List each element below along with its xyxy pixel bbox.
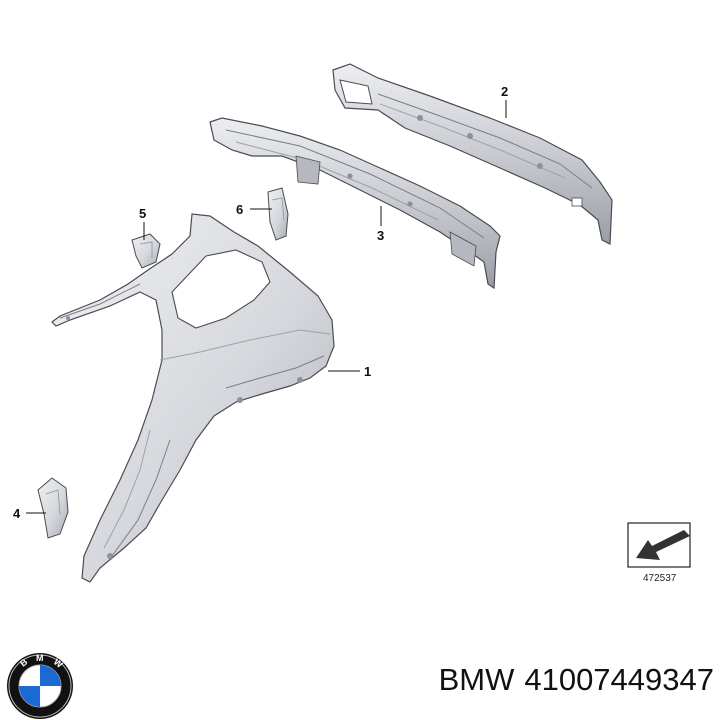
svg-text:B: B — [18, 656, 30, 668]
part-5-bracket — [131, 233, 161, 269]
callout-6: 6 — [236, 202, 243, 217]
part-4-bracket — [37, 477, 69, 539]
callout-4: 4 — [13, 506, 21, 521]
cut-arrow-icon — [636, 530, 690, 560]
reference-box: 472537 — [627, 522, 691, 584]
svg-text:M: M — [36, 653, 44, 663]
part-6-bracket — [267, 187, 289, 241]
callout-3: 3 — [377, 228, 384, 243]
part-3-cross-beam — [209, 117, 501, 290]
part-number: 41007449347 — [524, 662, 714, 697]
bmw-logo-icon: B M W — [7, 653, 73, 719]
part-2-rear-panel — [332, 63, 613, 245]
reference-code: 472537 — [643, 573, 677, 584]
part-1-side-panel — [51, 213, 335, 583]
brand-name: BMW — [438, 662, 515, 697]
part-caption: BMW 41007449347 — [358, 662, 714, 698]
callout-2: 2 — [501, 84, 508, 99]
callout-5: 5 — [139, 206, 146, 221]
callout-1: 1 — [364, 364, 371, 379]
